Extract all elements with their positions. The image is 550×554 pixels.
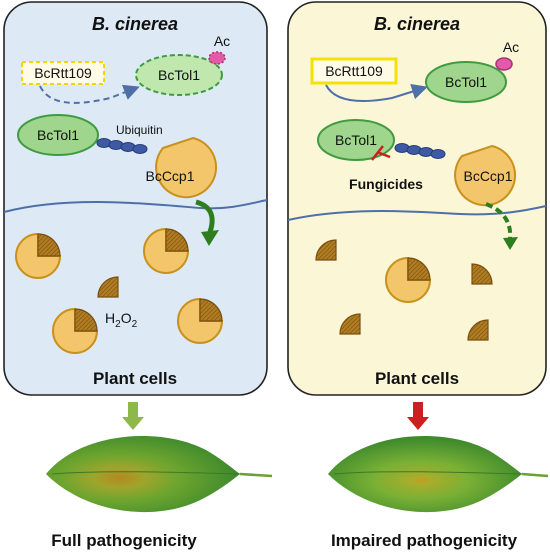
left-outcome-label: Full pathogenicity <box>51 531 197 550</box>
right-secretion-arrow <box>485 202 513 239</box>
left-outcome-arrow <box>122 402 144 430</box>
left-leaf <box>46 435 273 513</box>
left-bcccp1 <box>155 136 218 199</box>
right-rtt109-label: BcRtt109 <box>325 63 383 79</box>
left-panel-frame <box>3 1 268 396</box>
left-panel: B. cinerea BcRtt109 BcTol1 Ac BcTol1 Ubi… <box>3 1 268 396</box>
right-leaf <box>328 435 549 513</box>
left-organism-title: B. cinerea <box>92 14 178 34</box>
left-plant-cells-label: Plant cells <box>93 369 177 388</box>
right-plant-complexes <box>315 239 493 341</box>
right-plant-cells-label: Plant cells <box>375 369 459 388</box>
left-ac-badge <box>208 51 226 65</box>
left-ubiquitin-chain <box>96 138 148 154</box>
right-fungicides-label: Fungicides <box>349 176 423 192</box>
right-membrane <box>287 205 547 221</box>
right-ac-label: Ac <box>503 39 519 55</box>
right-organism-title: B. cinerea <box>374 14 460 34</box>
right-outcome-arrow <box>407 402 429 430</box>
left-bctol1-label: BcTol1 <box>37 127 79 143</box>
left-acetylation-arrow <box>39 84 140 104</box>
right-ac-badge <box>495 57 513 71</box>
left-membrane <box>3 199 268 213</box>
left-secretion-arrow <box>195 199 215 233</box>
left-rtt109-box <box>21 61 105 85</box>
right-outcome-label: Impaired pathogenicity <box>331 531 518 550</box>
right-bcccp1-label: BcCcp1 <box>463 168 512 184</box>
left-plant-complexes <box>15 227 224 354</box>
left-secretion-arrowhead <box>201 230 219 246</box>
right-acetylation-arrow <box>325 83 428 102</box>
right-acetylated-bctol1 <box>425 61 507 103</box>
right-ubiquitin-chain <box>394 143 446 159</box>
left-h2o2-label: H2O2 <box>105 310 138 330</box>
left-ubiquitin-label: Ubiquitin <box>116 123 163 137</box>
right-secretion-arrowhead <box>503 237 518 250</box>
left-acetylated-bctol1 <box>135 54 223 96</box>
left-bcccp1-label: BcCcp1 <box>145 168 194 184</box>
left-bctol1 <box>17 114 99 156</box>
right-inhibition-mark <box>371 145 391 161</box>
right-bctol1 <box>317 119 395 161</box>
right-acetylated-bctol1-label: BcTol1 <box>445 74 487 90</box>
right-rtt109-box <box>310 57 398 85</box>
right-panel: B. cinerea BcRtt109 BcTol1 Ac BcTol1 Fun… <box>287 1 547 396</box>
left-ac-label: Ac <box>214 33 230 49</box>
right-bcccp1 <box>454 144 517 207</box>
right-bctol1-label: BcTol1 <box>335 132 377 148</box>
left-rtt109-label: BcRtt109 <box>34 65 92 81</box>
left-acetylated-bctol1-label: BcTol1 <box>158 67 200 83</box>
